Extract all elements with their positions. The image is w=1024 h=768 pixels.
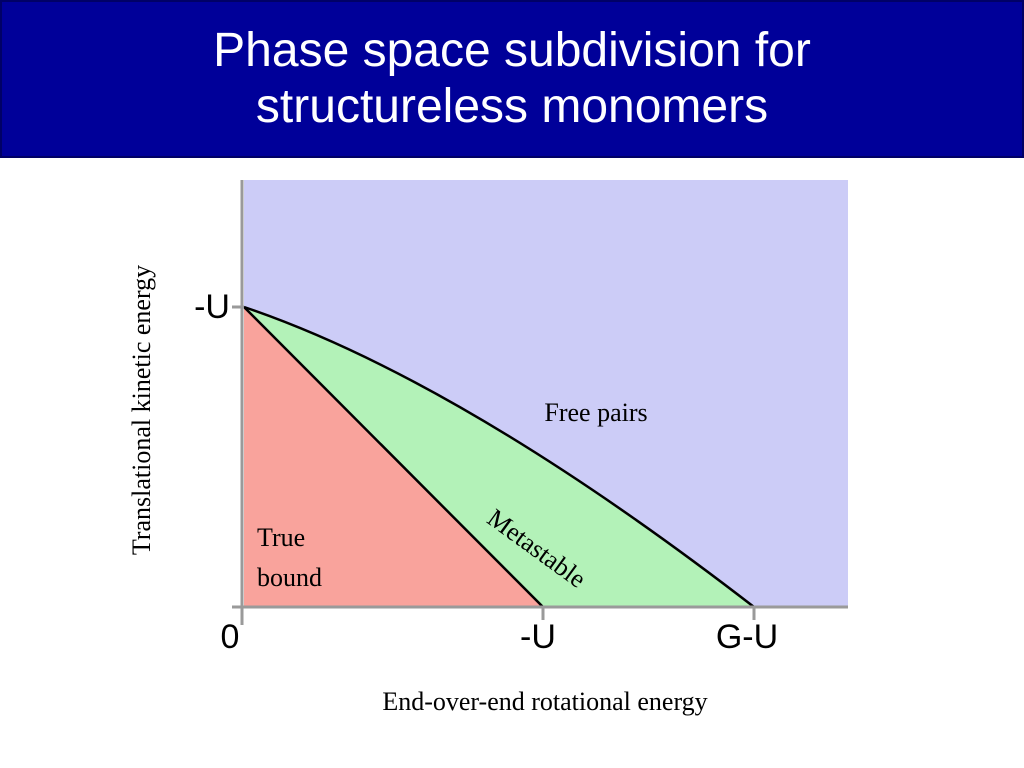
x-tick-label-mid: -U	[520, 618, 556, 656]
origin-tick-label: 0	[221, 618, 240, 656]
title-bar: Phase space subdivision for structureles…	[0, 0, 1024, 158]
x-axis-label: End-over-end rotational energy	[382, 687, 708, 716]
bound-boundary-line	[243, 306, 544, 608]
page-title-line-2: structureless monomers	[255, 80, 769, 133]
y-tick-label-top: -U	[194, 288, 230, 326]
true-bound-label-line-1: True	[257, 523, 305, 552]
page-title-line-1: Phase space subdivision for	[213, 24, 811, 77]
free-pairs-label: Free pairs	[544, 398, 647, 427]
y-axis-label: Translational kinetic energy	[127, 264, 156, 556]
free-boundary-curve	[243, 305, 755, 608]
x-tick-label-right: G-U	[716, 618, 778, 656]
true-bound-label-line-2: bound	[257, 563, 322, 592]
metastable-region	[244, 307, 754, 607]
